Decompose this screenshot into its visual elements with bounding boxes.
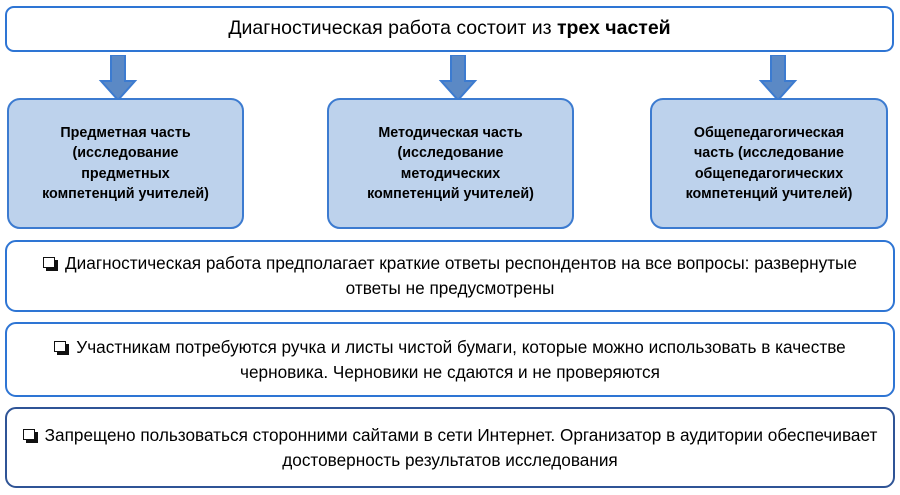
note-box-no-internet: Запрещено пользоваться сторонними сайтам… [5,407,895,488]
title-text-normal: Диагностическая работа состоит из [228,17,557,40]
down-arrow-icon [435,55,481,101]
part-box-subject: Предметная часть (исследование предметны… [7,98,244,229]
note-body: Запрещено пользоваться сторонними сайтам… [44,424,878,470]
note-text: Участникам потребуются ручка и листы чис… [21,335,879,385]
part-box-methodical: Методическая часть (исследование методич… [327,98,574,229]
part-line: часть (исследование [694,145,844,162]
note-body: Диагностическая работа предполагает крат… [65,253,857,298]
note-text: Диагностическая работа предполагает крат… [21,251,879,301]
part-line: компетенций учителей) [42,185,209,202]
hollow-square-bullet-icon [54,340,70,355]
title-text-bold: трех частей [556,17,671,40]
part-line: (исследование [72,145,179,162]
part-line: Общепедагогическая [693,124,845,141]
hollow-square-bullet-icon [22,428,38,443]
down-arrow-icon [95,55,141,101]
part-line: компетенций учителей) [685,185,853,202]
part-label: Предметная часть (исследование предметны… [42,123,209,204]
down-arrow-icon [755,55,801,101]
note-body: Участникам потребуются ручка и листы чис… [76,336,846,382]
part-line: предметных [81,165,170,182]
title-box: Диагностическая работа состоит из трех ч… [5,6,894,52]
part-line: общепедагогических [694,165,844,182]
note-text: Запрещено пользоваться сторонними сайтам… [21,423,879,473]
part-line: Методическая часть [378,124,523,141]
part-line: методических [400,165,501,182]
page-title: Диагностическая работа состоит из трех ч… [228,18,670,39]
hollow-square-bullet-icon [43,257,59,272]
part-label: Общепедагогическая часть (исследование о… [686,123,853,204]
part-box-general-pedagogical: Общепедагогическая часть (исследование о… [650,98,888,229]
note-box-short-answers: Диагностическая работа предполагает крат… [5,240,895,312]
note-box-draft-paper: Участникам потребуются ручка и листы чис… [5,322,895,397]
part-line: компетенций учителей) [367,185,534,202]
part-line: Предметная часть [60,124,191,141]
part-label: Методическая часть (исследование методич… [367,123,534,204]
part-line: (исследование [397,145,504,162]
